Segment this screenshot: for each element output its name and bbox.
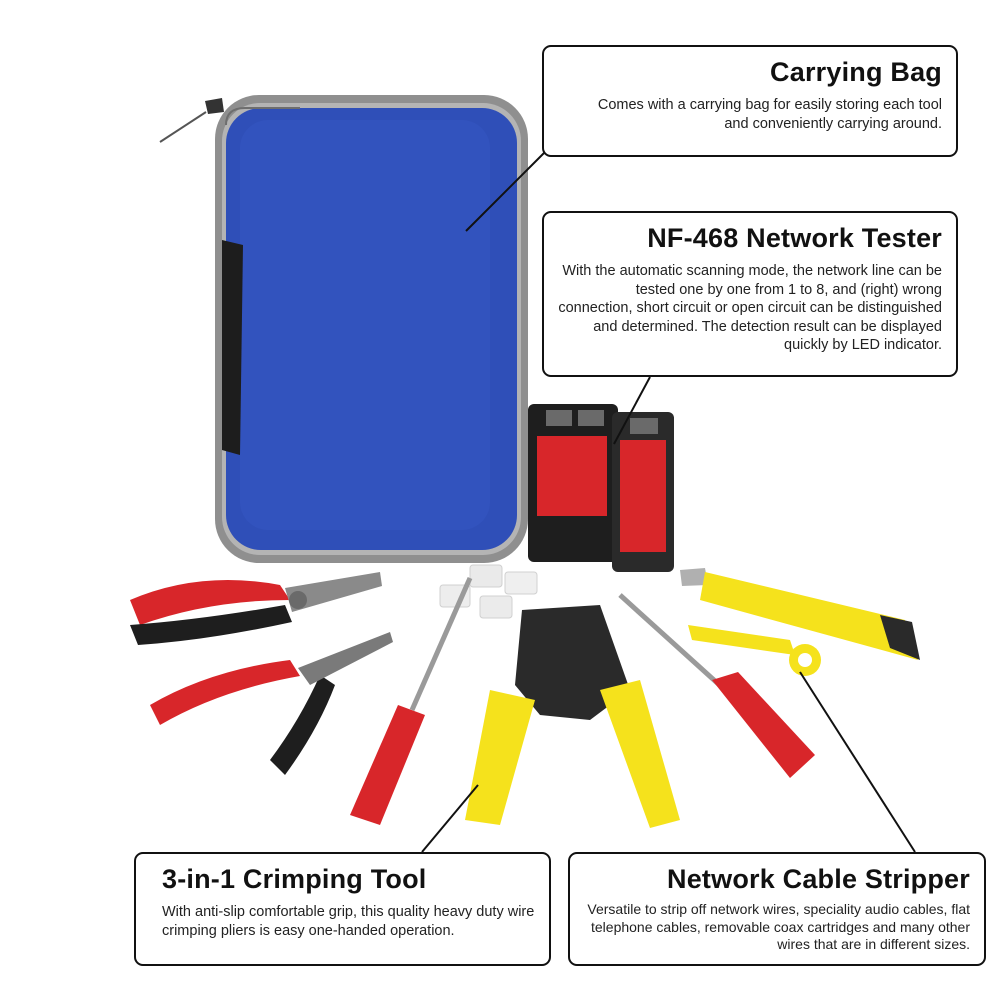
rj45-connectors-image xyxy=(439,564,538,619)
crimping-tool-description: With anti-slip comfortable grip, this qu… xyxy=(162,904,535,939)
screwdriver-right-image xyxy=(618,593,815,778)
cable-stripper-image xyxy=(688,625,821,676)
leader-lines xyxy=(421,151,916,853)
cable-stripper-callout: Network Cable Stripper Versatile to stri… xyxy=(568,852,986,966)
crimping-tool-image xyxy=(465,605,680,828)
combination-pliers-image xyxy=(130,572,382,645)
crimping-tool-callout: 3-in-1 Crimping Tool With anti-slip comf… xyxy=(134,852,551,966)
network-tester-description: With the automatic scanning mode, the ne… xyxy=(558,263,942,354)
carrying-bag-callout: Carrying Bag Comes with a carrying bag f… xyxy=(542,45,958,157)
cable-stripper-title: Network Cable Stripper xyxy=(667,864,970,894)
carrying-bag-description: Comes with a carrying bag for easily sto… xyxy=(597,97,942,132)
carrying-bag-image xyxy=(159,95,528,563)
utility-knife-image xyxy=(680,568,920,660)
network-tester-title: NF-468 Network Tester xyxy=(647,223,942,253)
network-tester-image xyxy=(528,404,674,572)
screwdriver-left-image xyxy=(350,576,473,825)
crimping-tool-title: 3-in-1 Crimping Tool xyxy=(162,864,427,894)
cable-stripper-description: Versatile to strip off network wires, sp… xyxy=(587,901,970,953)
carrying-bag-title: Carrying Bag xyxy=(770,57,942,87)
long-nose-pliers-image xyxy=(150,632,393,775)
network-tester-callout: NF-468 Network Tester With the automatic… xyxy=(542,211,958,377)
